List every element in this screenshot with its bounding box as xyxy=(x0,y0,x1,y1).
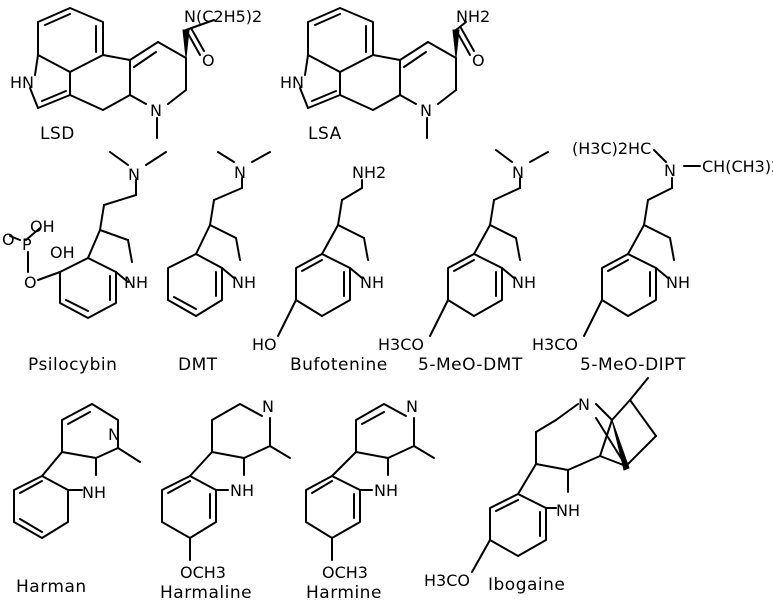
lsd-structure: HN N N(C2H5)2 O LSD xyxy=(10,7,262,144)
dmt-nh-label: NH xyxy=(232,273,256,292)
lsa-nh2-label: NH2 xyxy=(456,7,490,26)
5meo-dipt-structure: N NH H3CO (H3C)2HC CH(CH3)2 5-MeO-DIPT xyxy=(532,139,773,375)
5meo-dipt-isopropyl1-label: (H3C)2HC xyxy=(572,139,651,158)
5meo-dipt-caption: 5-MeO-DIPT xyxy=(580,355,686,375)
5meo-dipt-h3co-label: H3CO xyxy=(532,335,578,354)
psilocybin-o2-label: O xyxy=(2,230,15,249)
5meo-dipt-isopropyl2-label: CH(CH3)2 xyxy=(702,157,773,176)
lsd-diethylamide-label: N(C2H5)2 xyxy=(184,7,262,26)
lsa-structure: HN N NH2 O LSA xyxy=(280,7,490,144)
lsd-caption: LSD xyxy=(40,124,75,144)
harman-caption: Harman xyxy=(16,577,87,597)
lsd-n-label: N xyxy=(150,101,162,120)
bufotenine-structure: NH2 NH HO Bufotenine xyxy=(252,163,388,375)
harman-n-label: N xyxy=(108,425,120,444)
psilocybin-p-label: P xyxy=(22,235,32,254)
dmt-structure: N NH DMT xyxy=(167,151,271,375)
psilocybin-oh1-label: OH xyxy=(30,217,55,236)
ibogaine-n-label: N xyxy=(578,395,590,414)
psilocybin-o-label: O xyxy=(24,273,37,292)
5meo-dmt-caption: 5-MeO-DMT xyxy=(418,355,523,375)
5meo-dmt-nh-label: NH xyxy=(512,273,536,292)
lsd-hn-label: HN xyxy=(10,73,34,92)
harman-structure: N NH Harman xyxy=(13,403,141,597)
harmaline-nh-label: NH xyxy=(230,481,254,500)
psilocybin-nh-label: NH xyxy=(124,273,148,292)
ibogaine-h3co-label: H3CO xyxy=(424,571,470,590)
lsd-o-label: O xyxy=(202,51,215,70)
bufotenine-caption: Bufotenine xyxy=(290,355,388,375)
bufotenine-nh-label: NH xyxy=(360,273,384,292)
bufotenine-nh2-label: NH2 xyxy=(352,163,386,182)
harmine-och3-label: OCH3 xyxy=(322,563,368,582)
dmt-caption: DMT xyxy=(178,355,218,375)
5meo-dmt-structure: N NH H3CO 5-MeO-DMT xyxy=(378,149,549,375)
harmaline-structure: N NH OCH3 Harmaline xyxy=(160,397,291,602)
harmaline-och3-label: OCH3 xyxy=(180,563,226,582)
ibogaine-structure: N NH H3CO Ibogaine xyxy=(424,377,657,595)
5meo-dipt-nh-label: NH xyxy=(666,273,690,292)
ibogaine-nh-label: NH xyxy=(556,501,580,520)
harmaline-caption: Harmaline xyxy=(160,583,252,602)
lsa-caption: LSA xyxy=(308,124,342,144)
harmaline-n-label: N xyxy=(262,397,274,416)
harmine-nh-label: NH xyxy=(374,481,398,500)
harmine-n-label: N xyxy=(406,397,418,416)
psilocybin-structure: N NH O P OH OH O Psilocybin xyxy=(2,151,167,375)
lsa-hn-label: HN xyxy=(280,73,304,92)
harmine-structure: N NH OCH3 Harmine xyxy=(305,397,435,602)
ibogaine-caption: Ibogaine xyxy=(488,575,565,595)
5meo-dmt-h3co-label: H3CO xyxy=(378,335,424,354)
dmt-n-label: N xyxy=(234,163,246,182)
psilocybin-n-label: N xyxy=(128,165,140,184)
5meo-dmt-n-label: N xyxy=(512,163,524,182)
lsa-o-label: O xyxy=(472,51,485,70)
harman-nh-label: NH xyxy=(82,483,106,502)
harmine-caption: Harmine xyxy=(306,583,382,602)
bufotenine-ho-label: HO xyxy=(252,335,277,354)
psilocybin-oh2-label: OH xyxy=(50,243,75,262)
lsa-n-label: N xyxy=(420,101,432,120)
5meo-dipt-n-label: N xyxy=(664,161,676,180)
psilocybin-caption: Psilocybin xyxy=(28,355,117,375)
